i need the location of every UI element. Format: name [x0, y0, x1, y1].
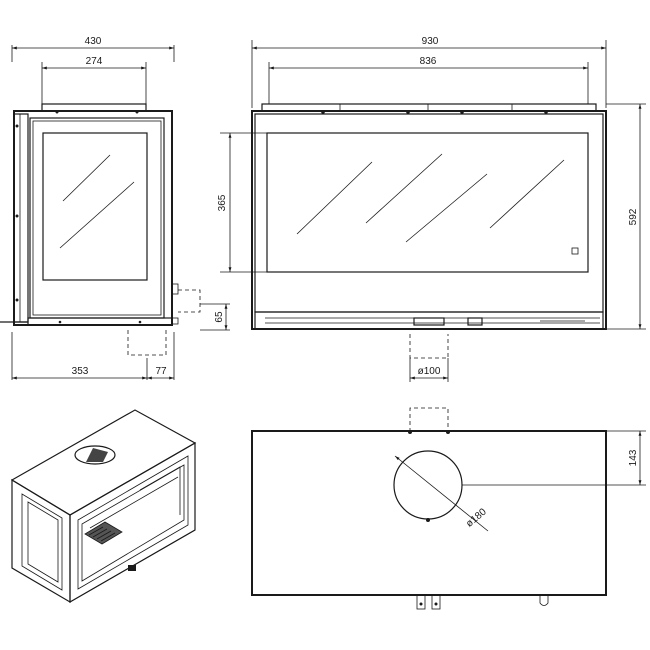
dim-front-glass-height: 365 [217, 194, 228, 211]
front-glass [266, 132, 589, 273]
dim-side-lower-depth: 353 [72, 366, 89, 377]
dim-front-inner-width: 836 [420, 56, 437, 67]
dim-side-outlet-offset: 77 [155, 366, 167, 377]
front-body [251, 110, 607, 330]
dim-front-total-width: 930 [422, 36, 439, 47]
side-glass [42, 132, 148, 281]
top-view: ø180 143 [251, 407, 646, 610]
top-flue-circle [393, 450, 463, 520]
dim-front-total-height: 592 [628, 208, 639, 225]
front-view: 930 836 [217, 36, 646, 382]
dim-front-flue-diameter: ø100 [418, 366, 441, 377]
dim-top-flue-diameter: ø180 [464, 506, 489, 529]
isometric-view [10, 409, 197, 604]
dim-side-inner-depth: 274 [86, 56, 103, 67]
dim-top-flue-offset: 143 [628, 449, 639, 466]
dim-side-lower-height: 65 [214, 311, 225, 323]
top-body [251, 430, 607, 596]
side-view: 430 274 [0, 36, 230, 380]
dim-side-total-depth: 430 [85, 36, 102, 47]
side-body [13, 110, 173, 326]
